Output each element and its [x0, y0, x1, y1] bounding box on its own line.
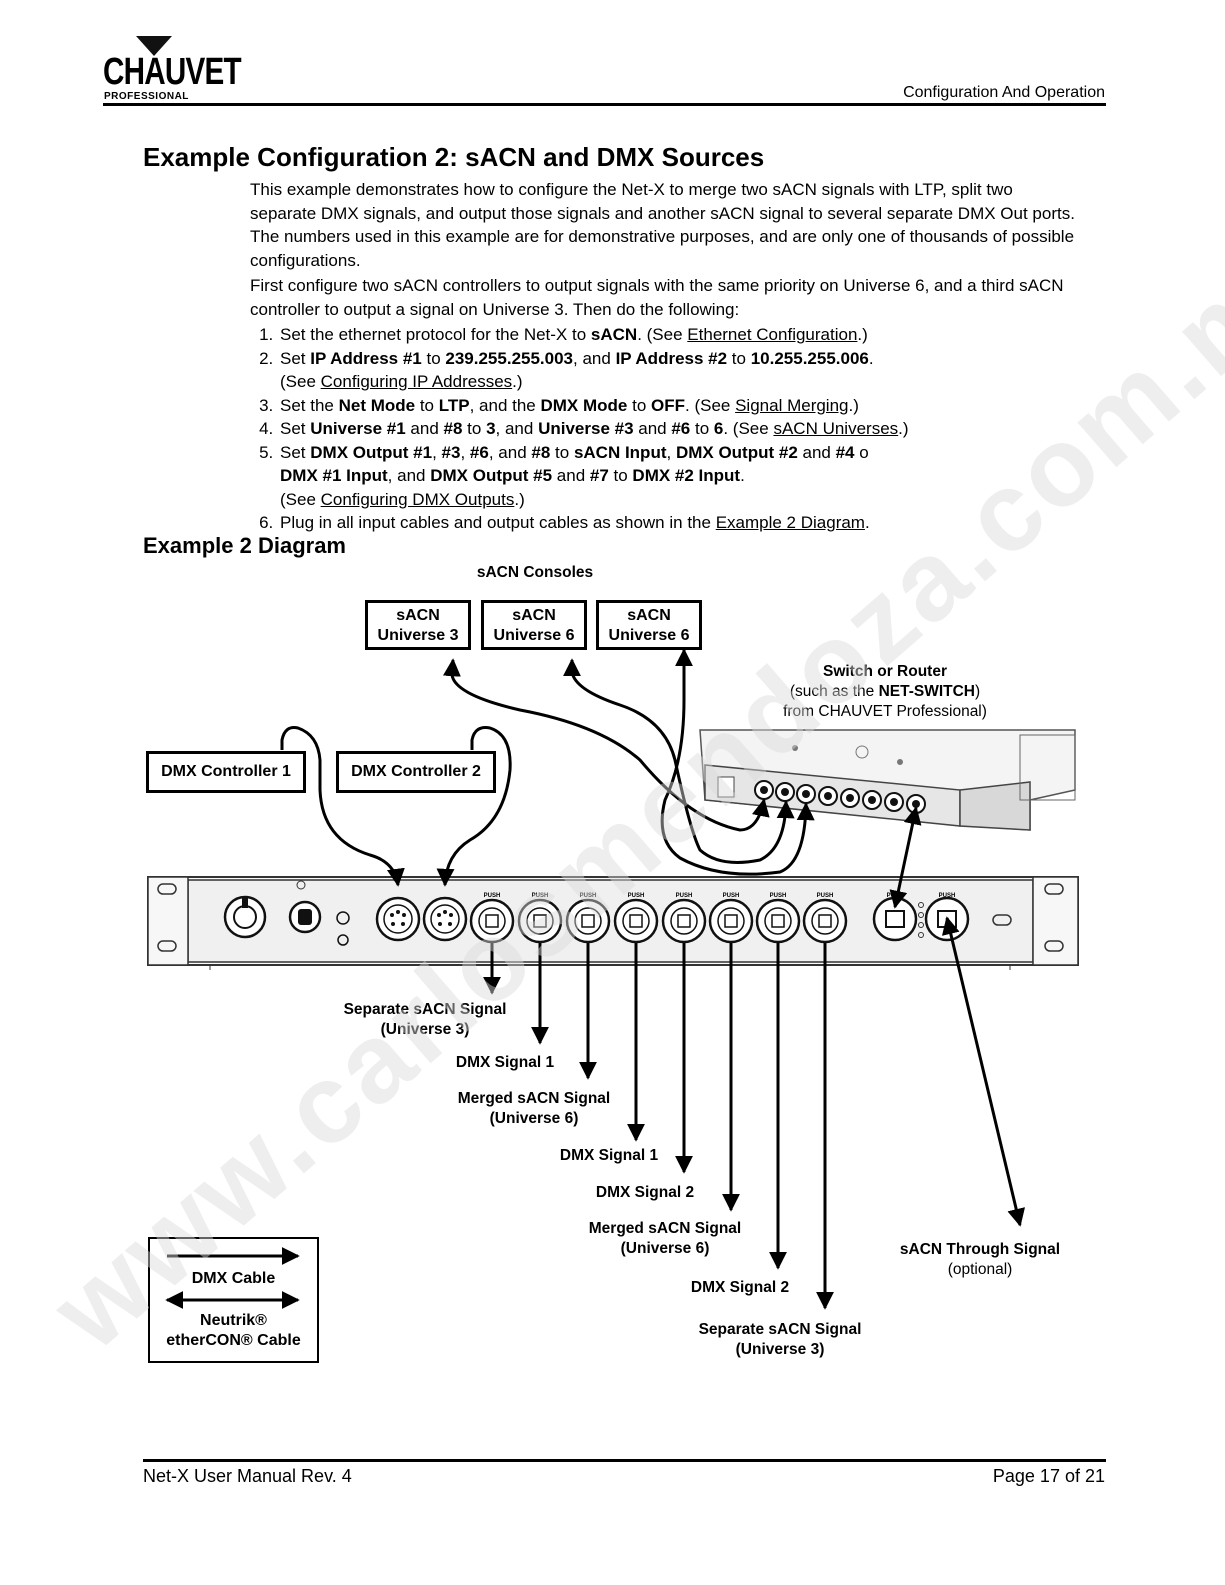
- sacn-through-cable: [941, 916, 1026, 1227]
- cables: [280, 648, 1026, 1227]
- dmx-input-port: [375, 896, 421, 942]
- link-sacn-universes[interactable]: sACN Universes: [773, 419, 899, 438]
- legend-ethercon-label-2: etherCON® Cable: [166, 1332, 301, 1349]
- status-led: [918, 912, 924, 918]
- dmx-output-port: PUSH: [517, 893, 563, 944]
- output-label-8: Separate sACN Signal(Universe 3): [698, 1321, 862, 1358]
- dmx-output-port: PUSH: [802, 893, 848, 944]
- diagram-heading: Example 2 Diagram: [143, 533, 346, 558]
- output-label-4: DMX Signal 1: [559, 1147, 659, 1164]
- dmx-input-port: [422, 896, 468, 942]
- push-label: PUSH: [887, 893, 904, 899]
- dmx-output-port: PUSH: [708, 893, 754, 944]
- push-label: PUSH: [676, 893, 693, 899]
- intro-paragraph: First configure two sACN controllers to …: [250, 276, 1064, 319]
- network-switch: [699, 729, 1076, 831]
- step-item: Plug in all input cables and output cabl…: [278, 511, 1080, 535]
- step-item: Set the ethernet protocol for the Net-X …: [278, 323, 1080, 347]
- push-label: PUSH: [628, 893, 645, 899]
- footer-manual-title: Net-X User Manual Rev. 4: [143, 1466, 352, 1486]
- link-ethernet-configuration[interactable]: Ethernet Configuration: [687, 325, 858, 344]
- logo-wordmark: CHAUVET: [103, 51, 242, 93]
- dmx-output-port: PUSH: [661, 893, 707, 944]
- push-label: PUSH: [580, 893, 597, 899]
- port-row: PUSH PUSH PUSH PUSH PUSH PUSH PUSH PUSH PUSH PUSH: [375, 893, 970, 944]
- link-configuring-ip-addresses[interactable]: Configuring IP Addresses: [320, 372, 513, 391]
- logo-triangle-icon: [136, 36, 172, 56]
- dmx-output-port: PUSH: [613, 893, 659, 944]
- steps-list: Set the ethernet protocol for the Net-X …: [250, 323, 1080, 535]
- output-label-3: Merged sACN Signal(Universe 6): [457, 1090, 611, 1127]
- output-label-5: DMX Signal 2: [595, 1184, 695, 1201]
- section-title: Configuration And Operation: [903, 84, 1105, 101]
- output-label-1: Separate sACN Signal(Universe 3): [343, 1001, 507, 1038]
- footer-page-number: Page 17 of 21: [992, 1466, 1105, 1486]
- push-label: PUSH: [770, 893, 787, 899]
- logo-subtitle: PROFESSIONAL: [104, 91, 189, 102]
- ethercon-cable-switch-netx: [889, 806, 922, 909]
- diagram-legend: DMX Cable Neutrik® etherCON® Cable: [148, 1237, 319, 1363]
- output-label-7: DMX Signal 2: [690, 1279, 790, 1296]
- step-item: Set IP Address #1 to 239.255.255.003, an…: [278, 347, 1080, 394]
- push-label: PUSH: [484, 893, 501, 899]
- header-divider: [103, 103, 1106, 106]
- link-signal-merging[interactable]: Signal Merging: [735, 395, 849, 415]
- step-item: Set the Net Mode to LTP, and the DMX Mod…: [278, 394, 1080, 418]
- legend-ethercon-label-1: Neutrik®: [200, 1312, 267, 1329]
- output-arrows: [483, 943, 834, 1310]
- step-item: Set Universe #1 and #8 to 3, and Univers…: [278, 417, 1080, 441]
- dmx-controller-1: DMX Controller 1: [146, 751, 306, 793]
- step-item: Set DMX Output #1, #3, #6, and #8 to sAC…: [278, 441, 1080, 512]
- sacn-consoles-title: sACN Consoles: [476, 564, 594, 581]
- status-led: [918, 922, 924, 928]
- dmx-cable-controller-1: [280, 726, 405, 887]
- intro-paragraph: This example demonstrates how to configu…: [250, 180, 1075, 270]
- output-label-6: Merged sACN Signal(Universe 6): [588, 1220, 742, 1257]
- ethercon-cable-console-3: [660, 648, 815, 876]
- chauvet-logo: CHAUVET PROFESSIONAL: [103, 36, 242, 102]
- footer-divider: [143, 1459, 1106, 1462]
- dmx-output-port: PUSH: [755, 893, 801, 944]
- push-label: PUSH: [532, 893, 549, 899]
- push-label: PUSH: [723, 893, 740, 899]
- legend-dmx-label: DMX Cable: [191, 1270, 276, 1287]
- output-label-2: DMX Signal 1: [455, 1054, 555, 1071]
- link-example-2-diagram[interactable]: Example 2 Diagram: [715, 513, 865, 532]
- sacn-through-label: sACN Through Signal(optional): [899, 1241, 1061, 1278]
- status-led: [918, 932, 924, 938]
- push-label: PUSH: [817, 893, 834, 899]
- dmx-output-port: PUSH: [565, 893, 611, 944]
- link-configuring-dmx-outputs[interactable]: Configuring DMX Outputs: [320, 489, 515, 509]
- instructions-body: This example demonstrates how to configu…: [250, 178, 1080, 535]
- page-heading: Example Configuration 2: sACN and DMX So…: [143, 142, 765, 172]
- dmx-output-port: PUSH: [469, 893, 515, 944]
- dmx-controller-2: DMX Controller 2: [336, 751, 496, 793]
- push-label: PUSH: [939, 893, 956, 899]
- switch-label: Switch or Router (such as the NET-SWITCH…: [783, 663, 987, 720]
